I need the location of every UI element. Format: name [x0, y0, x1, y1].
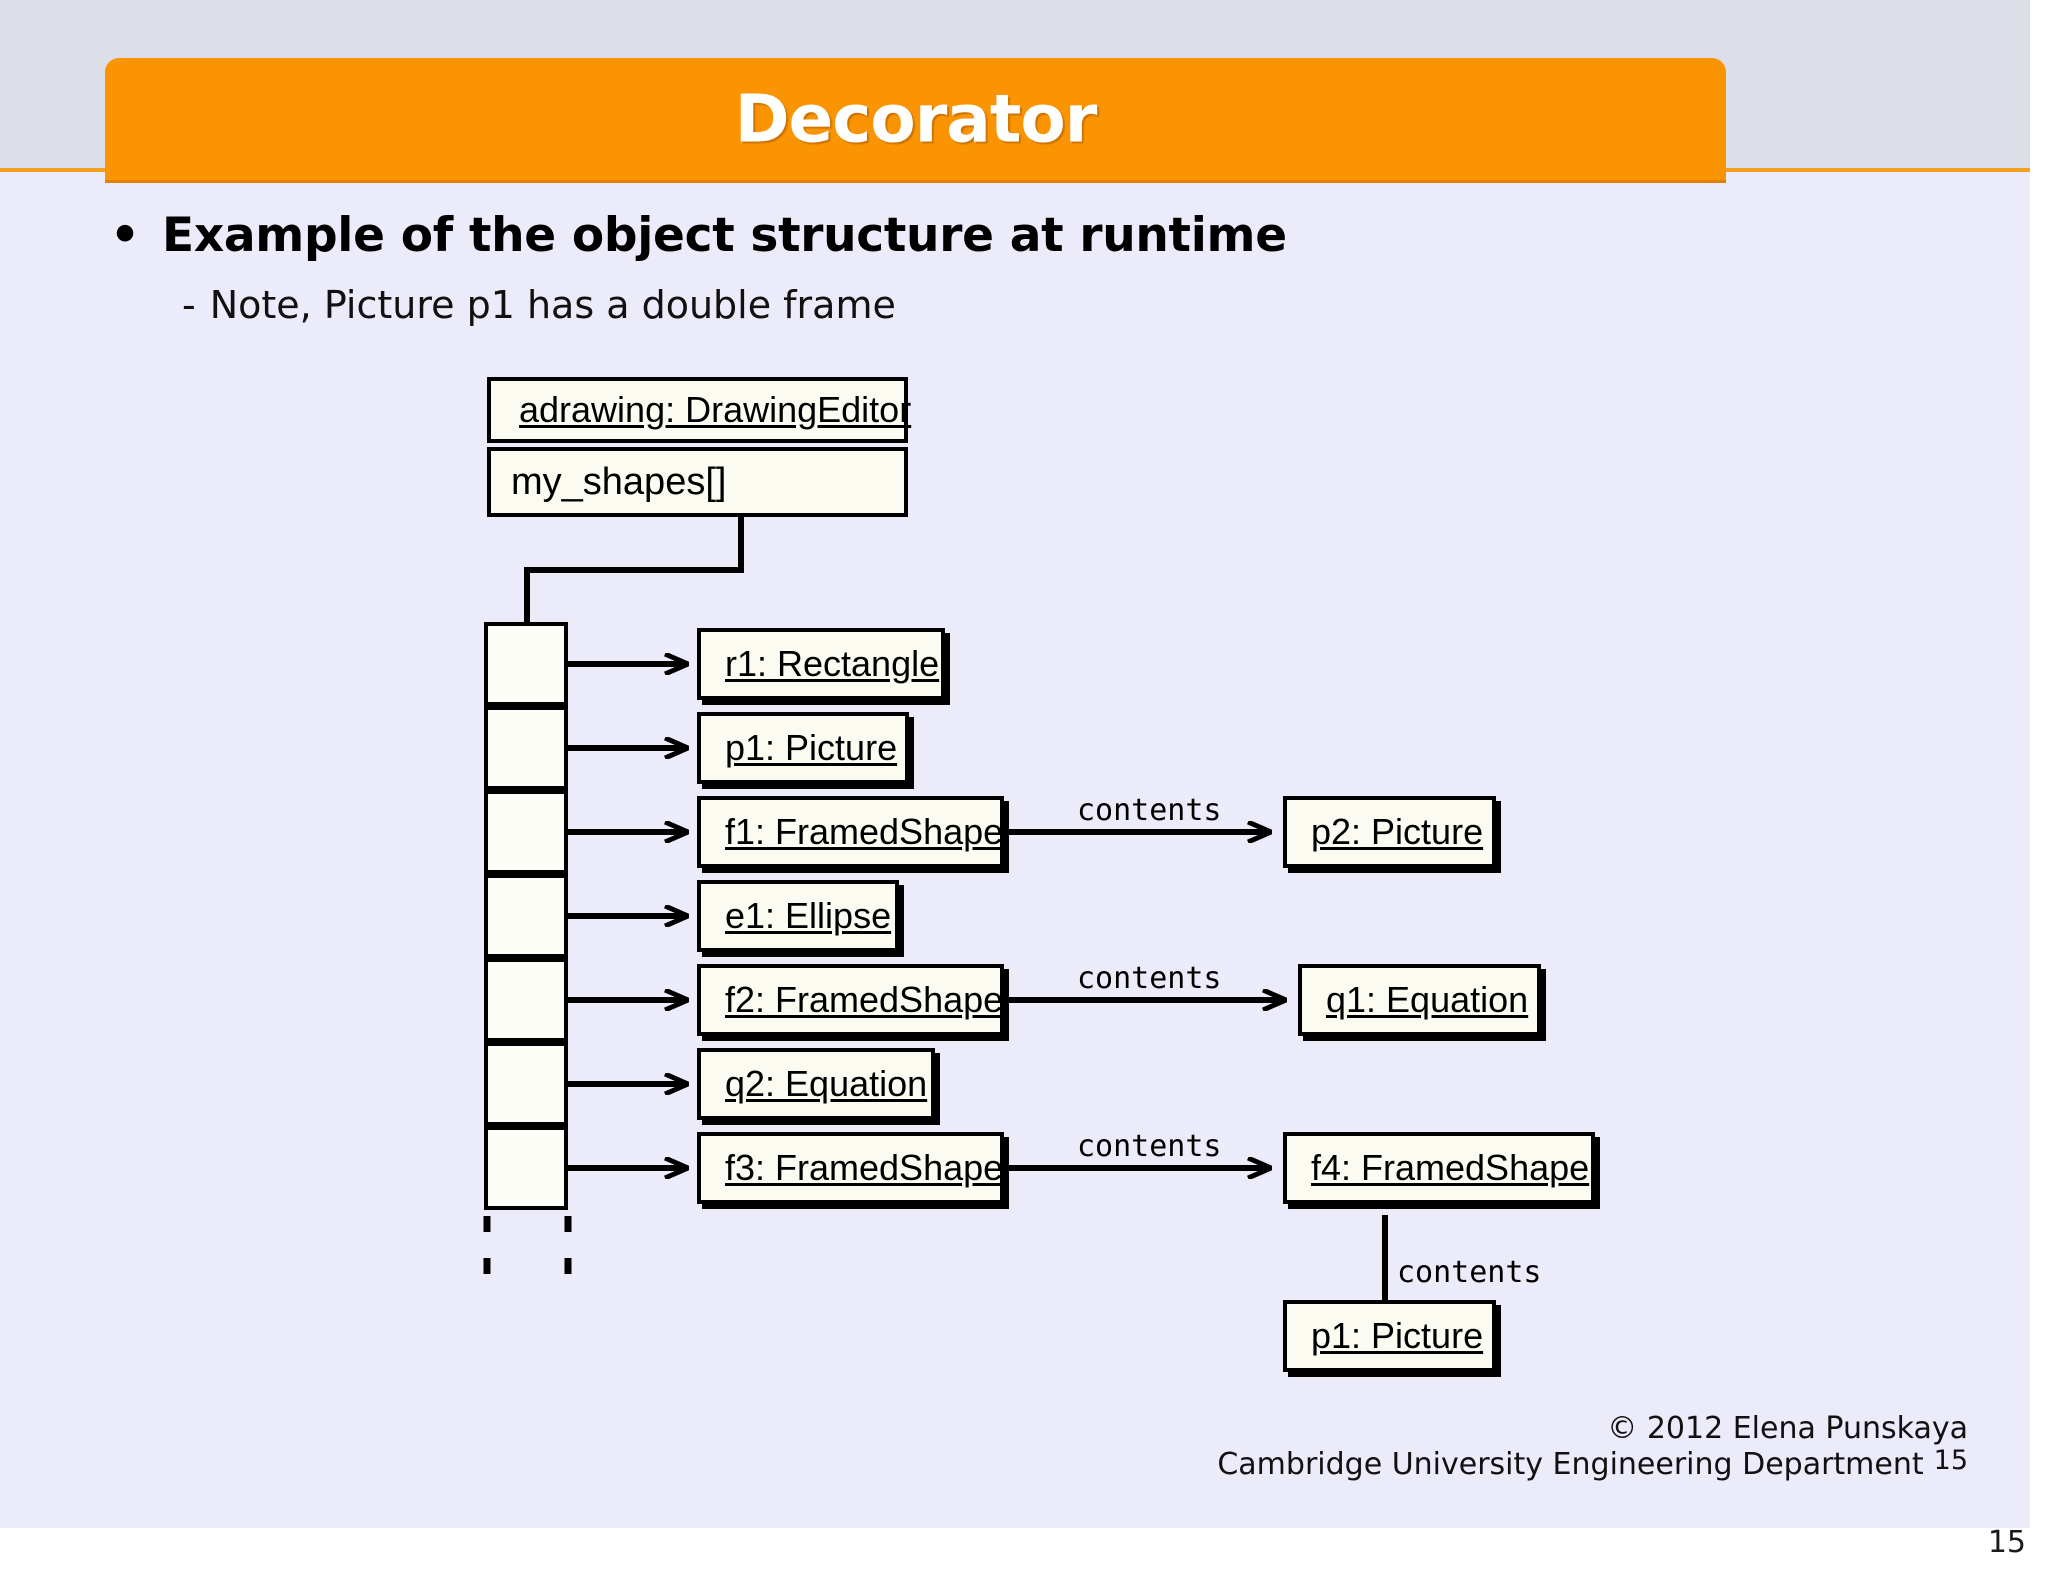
object-box-f3-framedshape[interactable]: f3: FramedShape — [697, 1132, 1004, 1204]
object-box-q2-equation[interactable]: q2: Equation — [697, 1048, 935, 1120]
object-box-p1-picture-nested[interactable]: p1: Picture — [1283, 1300, 1496, 1372]
object-box-label: p2: Picture — [1311, 811, 1484, 852]
edge-label-contents-4: contents — [1397, 1255, 1542, 1290]
object-diagram: adrawing: DrawingEditor my_shapes[] r1: … — [483, 377, 1595, 1372]
bullet-level-1-text: Example of the object structure at runti… — [162, 208, 1287, 263]
object-box-r1-rectangle[interactable]: r1: Rectangle — [697, 628, 945, 700]
attribute-label: my_shapes[] — [511, 460, 727, 503]
document-page-number: 15 — [1987, 1525, 2026, 1560]
object-box-label: f2: FramedShape — [725, 979, 1004, 1020]
diagram-connectors — [483, 470, 1408, 1323]
page-title: Decorator — [734, 80, 1098, 158]
object-box-drawing-editor-attributes[interactable]: my_shapes[] — [487, 447, 908, 517]
object-box-drawing-editor-header[interactable]: adrawing: DrawingEditor — [487, 377, 912, 443]
object-box-label: f4: FramedShape — [1311, 1147, 1590, 1188]
edge-label-contents-1: contents — [1077, 793, 1222, 828]
editor-to-array-line — [524, 492, 744, 622]
footer-copyright: © 2012 Elena Punskaya — [1607, 1410, 1968, 1446]
object-box-label: e1: Ellipse — [725, 895, 892, 936]
array-cell-5[interactable] — [484, 1042, 568, 1126]
edge-label-contents-3: contents — [1077, 1129, 1222, 1164]
object-box-label: q2: Equation — [725, 1063, 928, 1104]
object-box-label: f3: FramedShape — [725, 1147, 1004, 1188]
object-box-label: q1: Equation — [1326, 979, 1529, 1020]
slide-footer: © 2012 Elena Punskaya Cambridge Universi… — [1217, 1411, 1968, 1484]
footer-department: Cambridge University Engineering Departm… — [1217, 1447, 1924, 1483]
edge-label-contents-2: contents — [1077, 961, 1222, 996]
array-cell-1[interactable] — [484, 706, 568, 790]
array-cell-2[interactable] — [484, 790, 568, 874]
object-box-f1-framedshape[interactable]: f1: FramedShape — [697, 796, 1004, 868]
footer-page-number: 15 — [1933, 1445, 1968, 1477]
bullet-level-2-text: Note, Picture p1 has a double frame — [209, 283, 896, 327]
object-box-p1-picture[interactable]: p1: Picture — [697, 712, 909, 784]
object-box-label: f1: FramedShape — [725, 811, 1004, 852]
slide: Decorator • Example of the object structu… — [0, 0, 2030, 1528]
object-box-label: adrawing: DrawingEditor — [519, 389, 912, 430]
array-cell-3[interactable] — [484, 874, 568, 958]
array-cell-6[interactable] — [484, 1126, 568, 1210]
object-box-f4-framedshape[interactable]: f4: FramedShape — [1283, 1132, 1595, 1204]
bullet-level-2: -Note, Picture p1 has a double frame — [182, 283, 896, 327]
array-cell-0[interactable] — [484, 622, 568, 706]
dash-marker-icon: - — [182, 283, 196, 327]
object-box-p2-picture[interactable]: p2: Picture — [1283, 796, 1496, 868]
bullet-level-1: • Example of the object structure at runt… — [110, 208, 1287, 263]
array-cell-4[interactable] — [484, 958, 568, 1042]
object-box-f2-framedshape[interactable]: f2: FramedShape — [697, 964, 1004, 1036]
object-box-e1-ellipse[interactable]: e1: Ellipse — [697, 880, 899, 952]
bullet-marker-icon: • — [110, 208, 141, 263]
object-box-label: p1: Picture — [1311, 1315, 1484, 1356]
object-box-label: p1: Picture — [725, 727, 898, 768]
title-bar: Decorator — [105, 58, 1726, 180]
object-box-q1-equation[interactable]: q1: Equation — [1298, 964, 1541, 1036]
object-box-label: r1: Rectangle — [725, 643, 940, 684]
